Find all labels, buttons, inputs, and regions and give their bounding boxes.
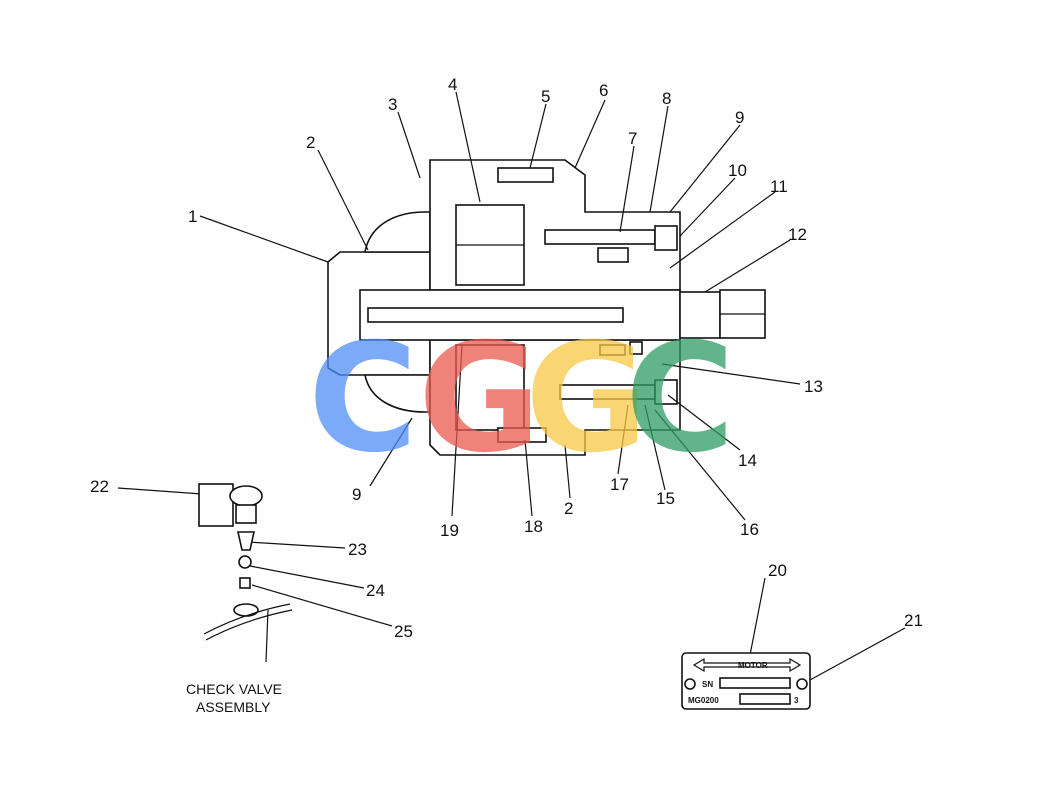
nameplate-serial-label: SN	[702, 680, 713, 689]
callout-13: 13	[804, 377, 823, 396]
callout-3: 3	[388, 95, 397, 114]
callout-20: 20	[768, 561, 787, 580]
motor-cross-section	[327, 159, 766, 456]
callout-8: 8	[662, 89, 671, 108]
callout-1: 1	[188, 207, 197, 226]
callout-9: 9	[735, 108, 744, 127]
callout-17: 17	[610, 475, 629, 494]
callout-2: 2	[306, 133, 315, 152]
callout-12: 12	[788, 225, 807, 244]
watermark-letter-3: G	[525, 312, 648, 486]
caption-line-2: ASSEMBLY	[196, 699, 271, 715]
callout-15: 15	[656, 489, 675, 508]
caption-line-1: CHECK VALVE	[186, 681, 282, 697]
nameplate-model: MG0200	[688, 696, 719, 705]
check-valve-caption: CHECK VALVE ASSEMBLY	[186, 681, 282, 715]
callout-21: 21	[904, 611, 923, 630]
callout-5: 5	[541, 87, 550, 106]
callout-9-lower: 9	[352, 485, 361, 504]
callout-10: 10	[728, 161, 747, 180]
nameplate-title: MOTOR	[738, 661, 768, 670]
callout-24: 24	[366, 581, 385, 600]
check-valve-assembly	[198, 483, 293, 641]
watermark-letter-2: G	[418, 312, 541, 486]
callout-16: 16	[740, 520, 759, 539]
callout-25: 25	[394, 622, 413, 641]
callout-19: 19	[440, 521, 459, 540]
callout-14: 14	[738, 451, 757, 470]
motor-nameplate: MOTOR SN MG0200 3	[681, 652, 811, 710]
leader-lines	[117, 91, 906, 681]
callout-7: 7	[628, 129, 637, 148]
callout-4: 4	[448, 75, 457, 94]
callout-2-lower: 2	[564, 499, 573, 518]
callout-11: 11	[770, 177, 788, 196]
nameplate-suffix: 3	[794, 696, 799, 705]
watermark-letter-4: C	[625, 312, 735, 486]
callout-23: 23	[348, 540, 367, 559]
watermark-letter-1: C	[308, 312, 418, 486]
callout-22: 22	[90, 477, 109, 496]
callout-labels: 1 2 3 4 5 6 7 8 9 10 11 12 13 14 15 16 1…	[90, 75, 923, 641]
callout-18: 18	[524, 517, 543, 536]
watermark-logo: C G G C	[308, 312, 735, 486]
callout-6: 6	[599, 81, 608, 100]
